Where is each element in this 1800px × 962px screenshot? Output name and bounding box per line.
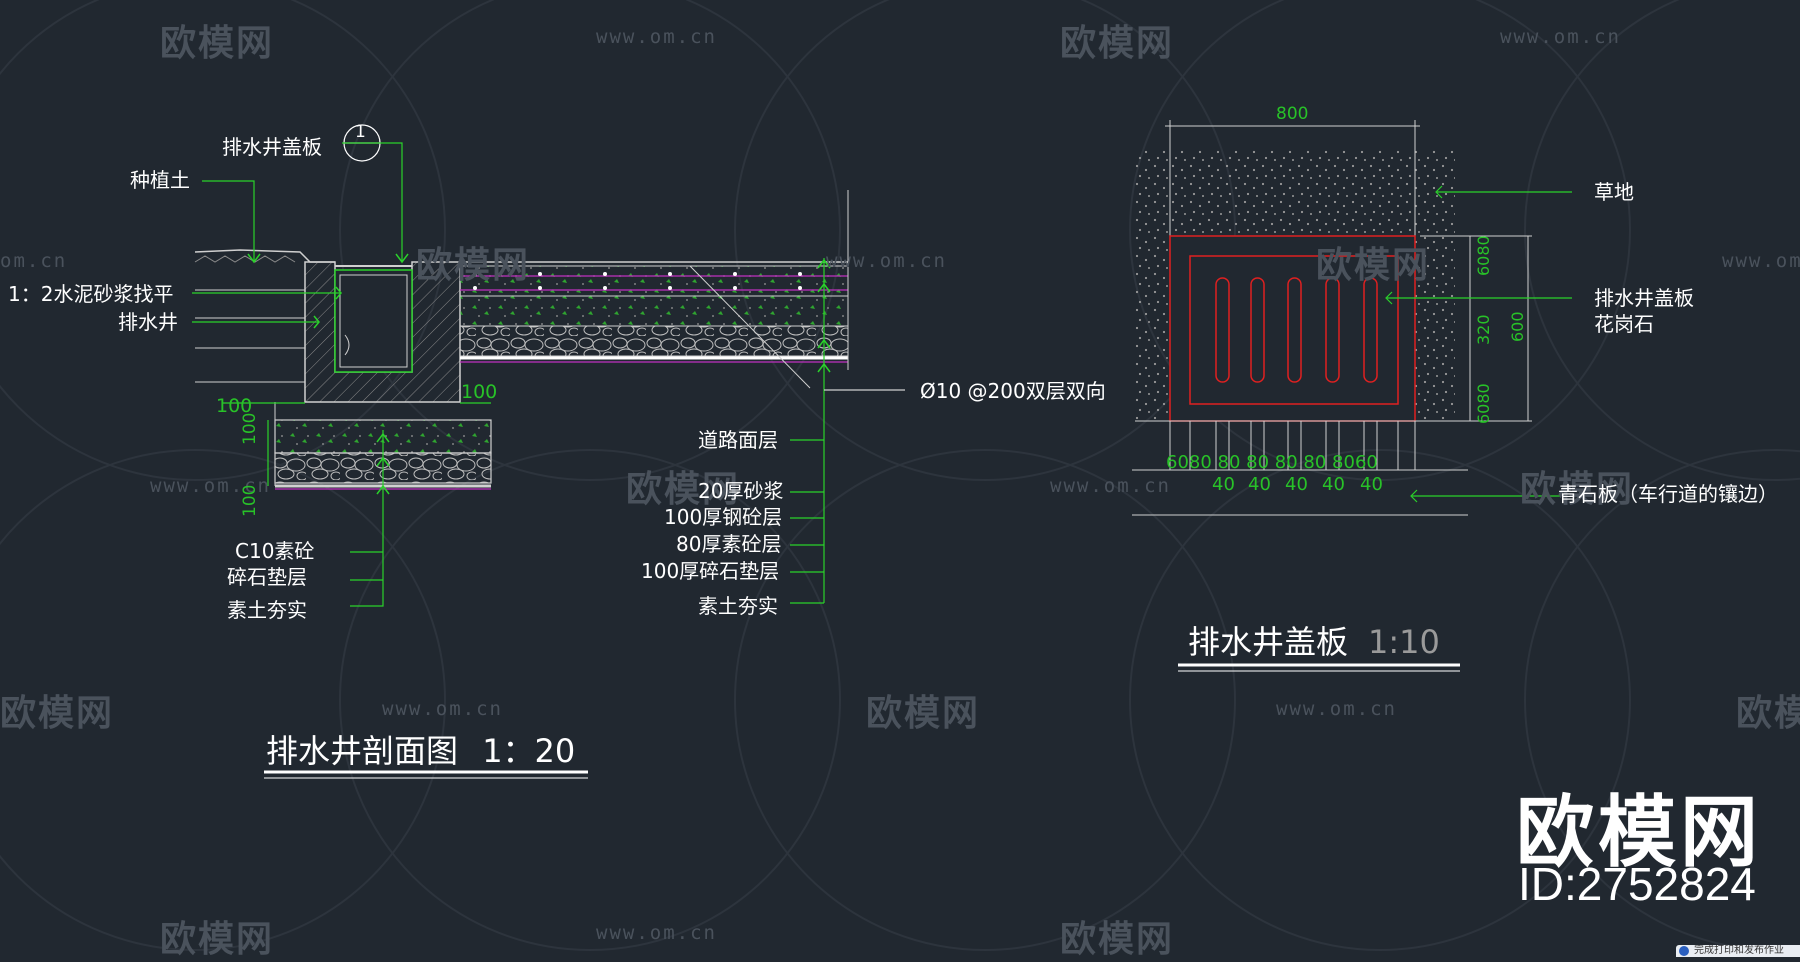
- watermark-brand: 欧模网: [626, 469, 741, 510]
- plan-title-scale: 1:10: [1368, 623, 1440, 661]
- watermark-brand: 欧模网: [160, 919, 275, 960]
- brand-logo-text: 欧模网: [1516, 788, 1763, 878]
- watermark-url: www.om.cn: [382, 698, 503, 720]
- notification-text: 完成打印和发布作业: [1694, 945, 1784, 956]
- section-title-scale: 1：20: [482, 732, 576, 770]
- plan-title-text: 排水井盖板: [1188, 623, 1349, 661]
- label-compact-left: 素土夯实: [227, 598, 307, 622]
- dim-width: 800: [1276, 104, 1309, 124]
- dim-100-vertical-2: 100: [240, 484, 260, 517]
- dim-slot-4: 40: [1322, 474, 1345, 495]
- label-well: 排水井: [118, 310, 178, 334]
- label-gravel: 碎石垫层: [227, 565, 307, 589]
- watermark-brand: 欧模网: [0, 693, 115, 734]
- dim-100-left: 100: [216, 395, 253, 417]
- watermark-brand: 欧模网: [1520, 469, 1635, 510]
- brand-id: ID:2752824: [1518, 858, 1756, 910]
- label-mortar: 1：2水泥砂浆找平: [8, 282, 174, 306]
- dim-100-right: 100: [461, 381, 498, 403]
- watermark-brand: 欧模网: [1736, 693, 1800, 734]
- section-leaders: [192, 124, 905, 607]
- watermark-url: www.om.cn: [1050, 475, 1171, 497]
- label-gravel-100: 100厚碎石垫层: [641, 559, 780, 583]
- dim-bottom-row: 6080 80 80 80 80 8060: [1166, 452, 1378, 473]
- section-drawing-lines: [194, 190, 849, 490]
- label-grass: 草地: [1594, 180, 1634, 204]
- label-mortar-20: 20厚砂浆: [698, 479, 784, 503]
- watermark-url: www.om.cn: [596, 922, 717, 944]
- watermark-url: www.om.cn: [1276, 698, 1397, 720]
- section-title-text: 排水井剖面图: [266, 732, 459, 770]
- watermark-url: www.om.cn: [826, 250, 947, 272]
- plan-drawing-title: 排水井盖板 1:10: [1188, 617, 1440, 663]
- label-soil: 种植土: [130, 168, 190, 192]
- callout-number: 1: [355, 122, 366, 142]
- section-drawing-title: 排水井剖面图 1：20: [266, 726, 575, 772]
- watermark-url: www.om.cn: [1500, 26, 1621, 48]
- dim-60-bottom: 6080: [1474, 383, 1493, 424]
- watermark-url: www.om.cn: [596, 26, 717, 48]
- label-granite: 花岗石: [1594, 312, 1654, 336]
- label-c10: C10素砼: [235, 539, 315, 563]
- watermark-url: www.om.cn: [1722, 250, 1800, 272]
- label-cover: 排水井盖板: [222, 135, 322, 159]
- dim-slot-3: 40: [1285, 474, 1308, 495]
- plan-leaders: [1385, 185, 1572, 503]
- dim-600: 600: [1508, 311, 1527, 342]
- info-icon: [1679, 946, 1689, 956]
- label-rebar: Ø10 @200双层双向: [920, 379, 1106, 403]
- dim-100-vertical-1: 100: [240, 412, 260, 445]
- label-plain-80: 80厚素砼层: [676, 532, 782, 556]
- watermark-brand: 欧模网: [1060, 23, 1175, 64]
- watermark-brand: 欧模网: [1316, 245, 1431, 286]
- label-compact-right: 素土夯实: [698, 594, 778, 618]
- dim-slot-5: 40: [1360, 474, 1383, 495]
- label-curb: 青石板（车行道的镶边）: [1558, 482, 1778, 506]
- watermark-url: om.cn: [0, 250, 68, 272]
- label-plan-cover: 排水井盖板: [1594, 286, 1694, 310]
- watermark-url: www.om.cn: [150, 475, 271, 497]
- watermark-brand: 欧模网: [866, 693, 981, 734]
- label-rc-100: 100厚钢砼层: [664, 505, 783, 529]
- section-arrowheads: [247, 253, 831, 495]
- plan-drawing-lines: [1132, 120, 1532, 516]
- dim-60-top: 6080: [1474, 235, 1493, 276]
- watermark-brand: 欧模网: [416, 245, 531, 286]
- notification-toast[interactable]: 完成打印和发布作业: [1676, 945, 1800, 957]
- label-road-surface: 道路面层: [698, 428, 778, 452]
- watermark-brand: 欧模网: [160, 23, 275, 64]
- dim-slot-1: 40: [1212, 474, 1235, 495]
- dim-slot-2: 40: [1248, 474, 1271, 495]
- watermark-brand: 欧模网: [1060, 919, 1175, 960]
- dim-320: 320: [1474, 314, 1493, 345]
